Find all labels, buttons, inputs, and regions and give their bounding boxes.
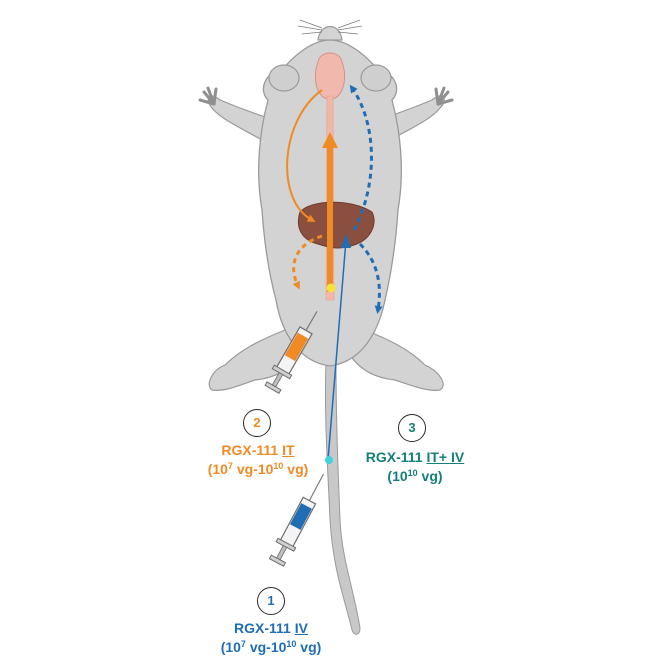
route2-dose: (107 vg-1010 vg) — [207, 461, 309, 477]
hind-leg-left — [208, 329, 301, 391]
iv-syringe-icon — [268, 473, 324, 567]
ear-right — [360, 64, 392, 92]
route2-name: RGX-111 — [221, 442, 279, 458]
route3-name: RGX-111 — [365, 449, 423, 465]
route3-label: RGX-111 IT+ IV (1010 vg) — [340, 448, 490, 486]
brain — [314, 52, 346, 100]
route1-number-badge: 1 — [257, 587, 285, 615]
it-syringe-icon — [264, 311, 318, 394]
mouse-snout — [317, 25, 343, 41]
fore-leg-left — [207, 95, 269, 141]
route2-label: RGX-111 IT (107 vg-1010 vg) — [170, 441, 346, 479]
route3-dose: (1010 vg) — [387, 468, 443, 484]
mouse-tail — [324, 359, 361, 635]
blue-iv-line — [327, 239, 347, 461]
whiskers — [297, 19, 363, 35]
fore-paw-right — [434, 86, 454, 106]
orange-curve-brain-liver — [286, 89, 323, 222]
route3-number-badge: 3 — [398, 414, 426, 442]
route2-number-badge: 2 — [243, 409, 271, 437]
route1-route: IV — [294, 620, 308, 636]
blue-dashed-brain — [349, 84, 373, 231]
it-injection-site — [326, 283, 336, 293]
blue-dashed-hind — [358, 242, 383, 314]
ear-left — [268, 64, 300, 92]
route1-name: RGX-111 — [234, 620, 291, 636]
route2-route: IT — [282, 442, 295, 458]
route3-route: IT+ IV — [426, 449, 465, 465]
hind-leg-right — [349, 329, 444, 391]
route1-dose: (107 vg-1010 vg) — [220, 639, 322, 655]
iv-injection-site — [325, 456, 333, 464]
orange-dashed-arrow — [292, 234, 323, 290]
fore-paw-left — [198, 86, 218, 106]
route1-label: RGX-111 IV (107 vg-1010 vg) — [186, 619, 356, 657]
